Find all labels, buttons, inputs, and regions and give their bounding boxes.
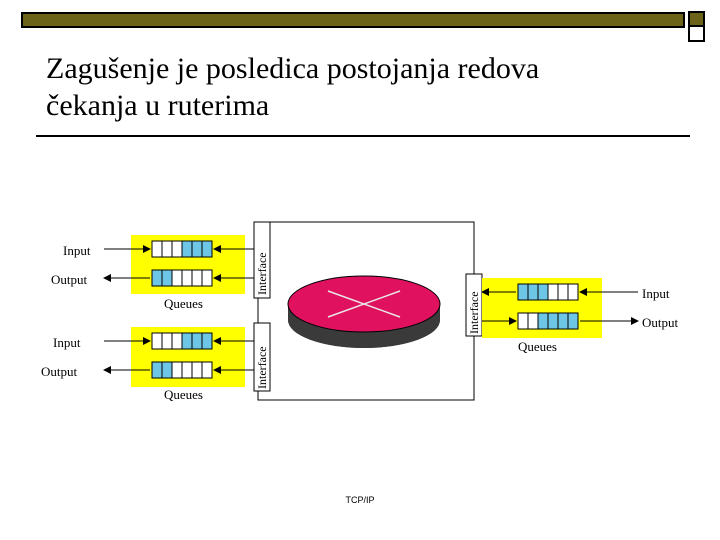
footer-text: TCP/IP — [345, 495, 375, 505]
queue-input-buffer — [517, 283, 579, 301]
queue-group-left-top: Input Output Queues — [51, 235, 254, 311]
input-label: Input — [53, 335, 81, 350]
queue-group-right: Input Output Queues — [481, 278, 679, 354]
slide-title: Zagušenje je posledica postojanja redova… — [46, 50, 706, 124]
queues-label: Queues — [164, 296, 203, 311]
queue-output-buffer — [151, 361, 213, 379]
queue-input-buffer — [151, 332, 213, 350]
interface-label: Interface — [467, 291, 481, 334]
queue-group-left-bottom: Input Output Queues — [41, 327, 254, 402]
output-label: Output — [51, 272, 88, 287]
queues-label: Queues — [518, 339, 557, 354]
input-label: Input — [642, 286, 670, 301]
title-line-2: čekanja u ruterima — [46, 89, 270, 122]
interface-label: Interface — [255, 346, 269, 389]
queues-label: Queues — [164, 387, 203, 402]
interface-label: Interface — [255, 252, 269, 295]
queue-input-buffer — [151, 240, 213, 258]
title-line-1: Zagušenje je posledica postojanja redova — [46, 52, 540, 85]
interface-right: Interface — [465, 273, 483, 337]
output-label: Output — [41, 364, 78, 379]
router-disk — [287, 275, 441, 348]
queue-output-buffer — [517, 312, 579, 330]
interface-left-bottom: Interface — [253, 322, 271, 392]
output-label: Output — [642, 315, 679, 330]
top-decor-bar — [21, 12, 685, 28]
interface-left-top: Interface — [253, 221, 271, 299]
queue-output-buffer — [151, 269, 213, 287]
corner-square-empty — [688, 25, 705, 42]
input-label: Input — [63, 243, 91, 258]
title-underline — [36, 135, 690, 137]
